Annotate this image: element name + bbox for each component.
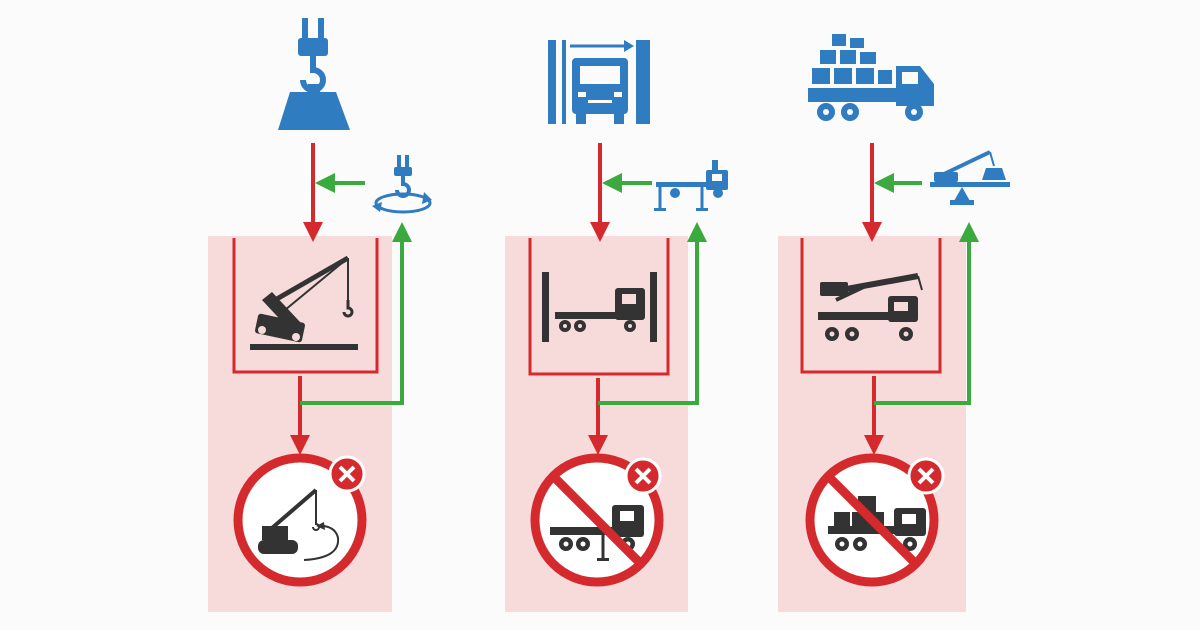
process-box xyxy=(528,238,670,376)
process-box xyxy=(800,238,942,374)
flatbed-truck-outriggers-icon xyxy=(654,160,728,211)
green-feedback-arrow xyxy=(874,222,979,405)
close-icon xyxy=(624,457,662,495)
process-box xyxy=(232,238,379,374)
loaded-cargo-truck-icon xyxy=(808,34,934,121)
flatbed-truck-icon xyxy=(550,505,644,561)
close-icon xyxy=(328,455,366,493)
prohibition-sign xyxy=(530,453,664,587)
prohibition-sign xyxy=(805,453,945,587)
column-transport xyxy=(778,34,1010,612)
column-lifting xyxy=(208,18,432,612)
green-feedback-arrow xyxy=(300,222,412,405)
prohibition-slash xyxy=(825,473,919,567)
flatbed-truck-between-posts-icon xyxy=(542,272,657,342)
crawler-crane-swing-icon xyxy=(258,488,340,561)
hook-with-weight-icon xyxy=(278,18,350,130)
close-icon xyxy=(907,457,945,495)
truck-through-gate-icon xyxy=(548,40,650,124)
truck-mounted-crane-icon xyxy=(818,273,923,341)
green-feedback-arrow xyxy=(598,222,707,405)
crawler-crane-icon xyxy=(250,255,358,350)
prohibition-slash xyxy=(550,473,644,567)
prohibition-sign xyxy=(233,453,367,587)
rotating-hook-icon xyxy=(372,155,432,214)
column-trailer xyxy=(505,40,728,612)
crane-balance-icon xyxy=(930,150,1010,205)
